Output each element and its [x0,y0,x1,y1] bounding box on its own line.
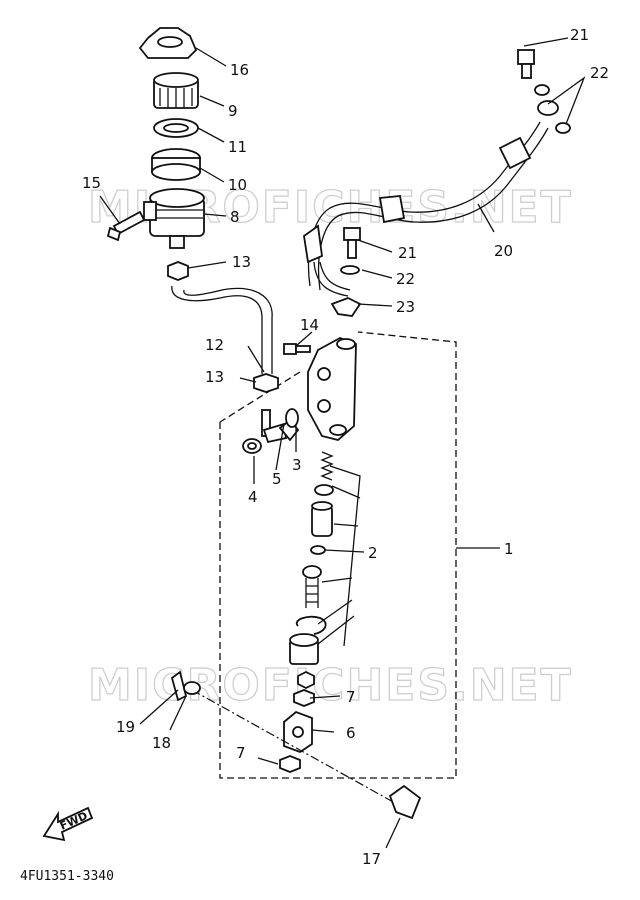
label-part-13-lower: 13 [205,368,224,386]
plain-washer [183,681,201,695]
boot-cap [242,438,262,454]
piston-washer [310,545,326,555]
union-bolt-lower [343,227,361,259]
copper-washer-lower [340,265,360,275]
label-part-10: 10 [228,176,247,194]
push-rod [302,565,322,608]
drawing-code: 4FU1351-3340 [20,869,114,884]
label-part-6: 6 [346,724,356,742]
hose-clip-lower [253,373,279,393]
reservoir-tank [143,188,205,249]
label-part-12: 12 [205,336,224,354]
pin-axis-line [191,689,405,809]
fwd-text: FWD [58,809,90,833]
rod-nut-lower [279,755,301,773]
hose-guide [330,297,362,317]
watermark-bottom: MICROFICHES.NET [88,660,573,711]
banjo-fitting [537,100,559,116]
o-ring [285,408,299,428]
forward-arrow-icon: FWD [42,806,94,842]
copper-washer-upper [534,84,571,134]
master-cylinder-body [307,337,357,441]
circlip [295,615,327,635]
label-part-5: 5 [272,470,282,488]
label-part-21-lower: 21 [398,244,417,262]
label-part-2: 2 [368,544,378,562]
label-part-23: 23 [396,298,415,316]
piston [311,501,333,537]
label-part-4: 4 [248,488,258,506]
label-part-7-upper: 7 [346,688,356,706]
label-part-1: 1 [504,540,514,558]
label-part-17: 17 [362,850,381,868]
leader-lines [99,37,586,849]
label-part-13-upper: 13 [232,253,251,271]
label-part-14: 14 [300,316,319,334]
reservoir-cap-holder [138,27,198,59]
rod-nut-upper [293,670,315,707]
reservoir-cap [153,72,199,109]
label-part-8: 8 [230,208,240,226]
label-part-21-upper: 21 [570,26,589,44]
reservoir-hose [171,285,273,374]
label-part-19: 19 [116,718,135,736]
label-part-15: 15 [82,174,101,192]
body-bolt [283,343,311,355]
dust-boot [289,633,319,665]
label-part-9: 9 [228,102,238,120]
reservoir-bolt [106,210,146,242]
label-part-22-upper: 22 [590,64,609,82]
label-part-20: 20 [494,242,513,260]
label-part-3: 3 [292,456,302,474]
label-part-16: 16 [230,61,249,79]
label-part-22-lower: 22 [396,270,415,288]
label-part-18: 18 [152,734,171,752]
piston-cup [314,484,334,496]
assembly-boundary [219,331,457,779]
union-bolt-upper [517,49,535,79]
hose-end-pipe [313,261,351,297]
label-part-11: 11 [228,138,247,156]
piston-spring [320,451,334,481]
diaphragm [151,148,201,181]
clevis-pin [388,784,422,820]
clevis [283,710,313,754]
hose-fitting [303,136,532,264]
label-part-7-lower: 7 [236,744,246,762]
hose-clip-upper [167,261,189,281]
plate [153,118,199,138]
